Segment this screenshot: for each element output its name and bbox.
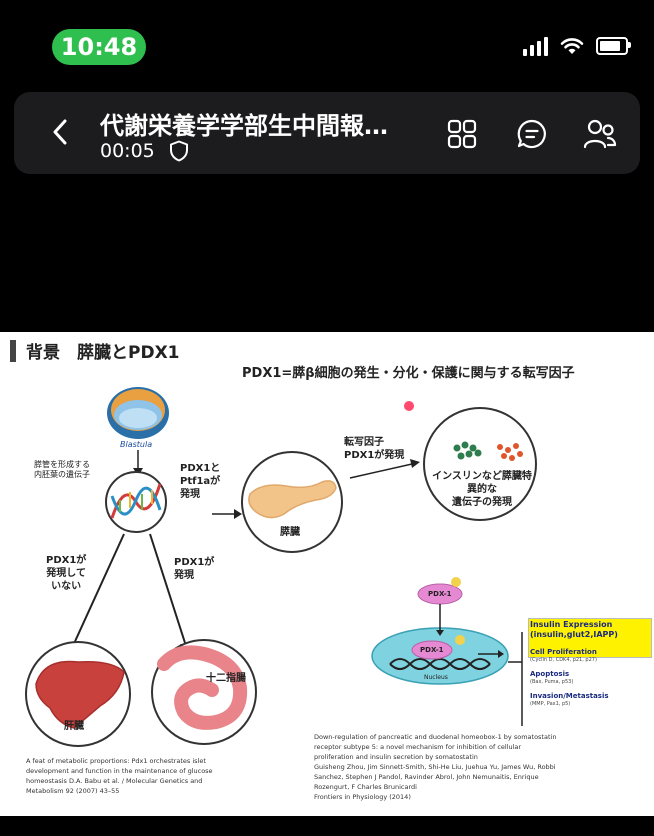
pointer-dot xyxy=(404,401,414,411)
heading-bar xyxy=(10,339,16,362)
elapsed-timer: 00:05 xyxy=(100,140,155,162)
citation-left: A feat of metabolic proportions: Pdx1 or… xyxy=(26,757,213,796)
diagram-graphics xyxy=(25,387,537,747)
citation-right: Down-regulation of pancreatic and duoden… xyxy=(314,733,557,802)
duodenum-image xyxy=(157,645,248,730)
meeting-status: 00:05 xyxy=(100,140,189,162)
status-time: 10:48 xyxy=(60,33,138,61)
insulin-label: インスリンなど膵臓特異的な遺伝子の発現 xyxy=(432,471,532,508)
expressed-label: PDX1が発現 xyxy=(174,557,215,581)
participants-icon xyxy=(583,119,617,149)
dna-image xyxy=(110,483,162,519)
wifi-icon xyxy=(560,38,584,54)
effects-list: Insulin Expression (insulin,glut2,IAPP) … xyxy=(530,620,618,707)
duodenum-label: 十二指腸 xyxy=(206,673,246,684)
pancreas-label: 膵臓 xyxy=(280,527,300,538)
not-expressed-label: PDX1が発現していない xyxy=(46,555,87,592)
layout-button[interactable] xyxy=(442,114,482,154)
video-area xyxy=(0,176,654,332)
shared-slide: 背景 膵臓とPDX1 PDX1=膵β細胞の発生・分化・保護に関与する転写因子 xyxy=(0,332,654,816)
signal-icon xyxy=(523,36,548,56)
participants-button[interactable] xyxy=(580,114,620,154)
slide-subtitle: PDX1=膵β細胞の発生・分化・保護に関与する転写因子 xyxy=(242,366,575,381)
gene-dots-orange xyxy=(497,443,523,461)
shield-icon[interactable] xyxy=(169,140,189,162)
nucleus-label: Nucleus xyxy=(424,674,448,681)
insulin-expression-box xyxy=(528,618,652,658)
grid-icon xyxy=(447,119,477,149)
liver-label: 肝臓 xyxy=(64,721,84,732)
system-icons xyxy=(523,36,631,56)
bottom-black-strip xyxy=(0,816,654,836)
pancreas-image xyxy=(248,480,337,519)
back-button[interactable] xyxy=(42,114,78,150)
chat-icon xyxy=(517,119,546,149)
liver-image xyxy=(35,660,125,729)
status-bar: 10:48 xyxy=(0,0,654,88)
blastula-label: Blastula xyxy=(120,440,153,449)
slide-heading-text: 背景 膵臓とPDX1 xyxy=(26,343,180,363)
meeting-header: 代謝栄養学学部生中間報… 00:05 xyxy=(14,92,640,174)
blastula-image xyxy=(107,387,169,439)
battery-icon xyxy=(596,37,631,55)
gene-dots xyxy=(453,441,482,460)
pdx1-tag: PDX-1 xyxy=(428,590,452,598)
endoderm-label: 膵管を形成する内胚葉の遺伝子 xyxy=(34,460,90,479)
slide-heading: 背景 膵臓とPDX1 xyxy=(10,338,180,363)
time-pill[interactable]: 10:48 xyxy=(52,29,146,65)
meeting-title[interactable]: 代謝栄養学学部生中間報… xyxy=(100,112,388,140)
chat-button[interactable] xyxy=(512,114,552,154)
pdx1-tag-nuclear: PDX-1 xyxy=(420,646,444,654)
back-chevron-icon xyxy=(53,119,67,145)
